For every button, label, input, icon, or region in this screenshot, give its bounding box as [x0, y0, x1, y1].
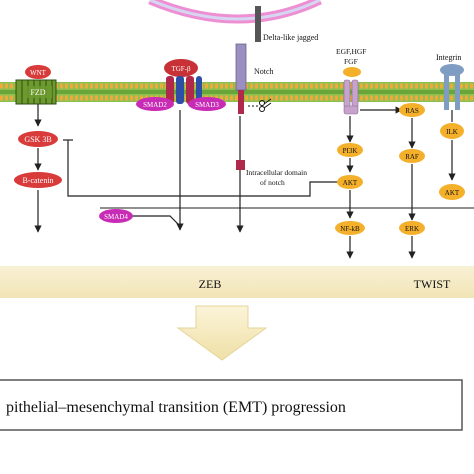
- raf-node: [399, 149, 425, 163]
- akt-node-2: [439, 184, 465, 200]
- wnt-node: [25, 65, 51, 79]
- nfkb-label: NF-kB: [340, 225, 360, 233]
- ilk-node: [440, 123, 464, 139]
- emt-progression-label: pithelial–mesenchymal transition (EMT) p…: [6, 399, 346, 416]
- tgf-beta-label: TGF-β: [171, 65, 191, 73]
- integrin-label: Integrin: [436, 53, 461, 62]
- ilk-label: ILK: [446, 128, 458, 136]
- zeb-label: ZEB: [199, 277, 222, 291]
- tgf-beta-receptor: [164, 59, 202, 104]
- smad2-label: SMAD2: [143, 101, 167, 109]
- akt-label-2: AKT: [445, 189, 460, 197]
- pi3k-node: [337, 143, 363, 157]
- integrin-receptor: [440, 64, 464, 110]
- nicd-label-2: of notch: [260, 178, 285, 187]
- notch-label: Notch: [254, 67, 274, 76]
- akt-label-1: AKT: [343, 179, 358, 187]
- smad2-node: [136, 97, 174, 111]
- emt-progression-box: [0, 379, 463, 431]
- gsk3b-node: [18, 131, 58, 147]
- erk-label: ERK: [405, 225, 419, 233]
- pi3k-label: PI3K: [343, 147, 358, 155]
- smad3-label: SMAD3: [195, 101, 219, 109]
- nfkb-node: [335, 221, 365, 235]
- smad3-node: [188, 97, 226, 111]
- twist-label: TWIST: [414, 277, 451, 291]
- growth-factor-receptor: [343, 79, 359, 115]
- smad4-node: [99, 209, 133, 223]
- gsk3b-label: GSK 3B: [24, 135, 51, 144]
- nicd-node: [236, 160, 245, 170]
- nicd-label-1: Intracellular domain: [246, 168, 307, 177]
- top-cell-membrane: [148, 0, 322, 24]
- growth-factor-ligand: [343, 67, 361, 77]
- fzd-label: FZD: [30, 88, 45, 97]
- delta-ligand: [255, 6, 261, 42]
- transcription-factor-band: [0, 266, 474, 298]
- scissors-icon: [259, 98, 272, 112]
- erk-node: [399, 221, 425, 235]
- smad4-label: SMAD4: [104, 213, 128, 221]
- pathway-arrows: [34, 104, 456, 259]
- emt-down-arrow: [176, 305, 268, 361]
- akt-node-1: [337, 175, 363, 189]
- growth-factors-label-2: FGF: [344, 57, 358, 66]
- growth-factors-label-1: EGF,HGF: [336, 47, 366, 56]
- wnt-label: WNT: [30, 69, 47, 77]
- beta-catenin-label: B-catenin: [22, 176, 53, 185]
- notch-receptor: [235, 43, 247, 114]
- raf-label: RAF: [405, 153, 419, 161]
- beta-catenin-node: [14, 172, 62, 188]
- ras-node: [399, 103, 425, 117]
- ras-label: RAS: [405, 107, 419, 115]
- delta-ligand-label: Delta-like jagged: [263, 33, 318, 42]
